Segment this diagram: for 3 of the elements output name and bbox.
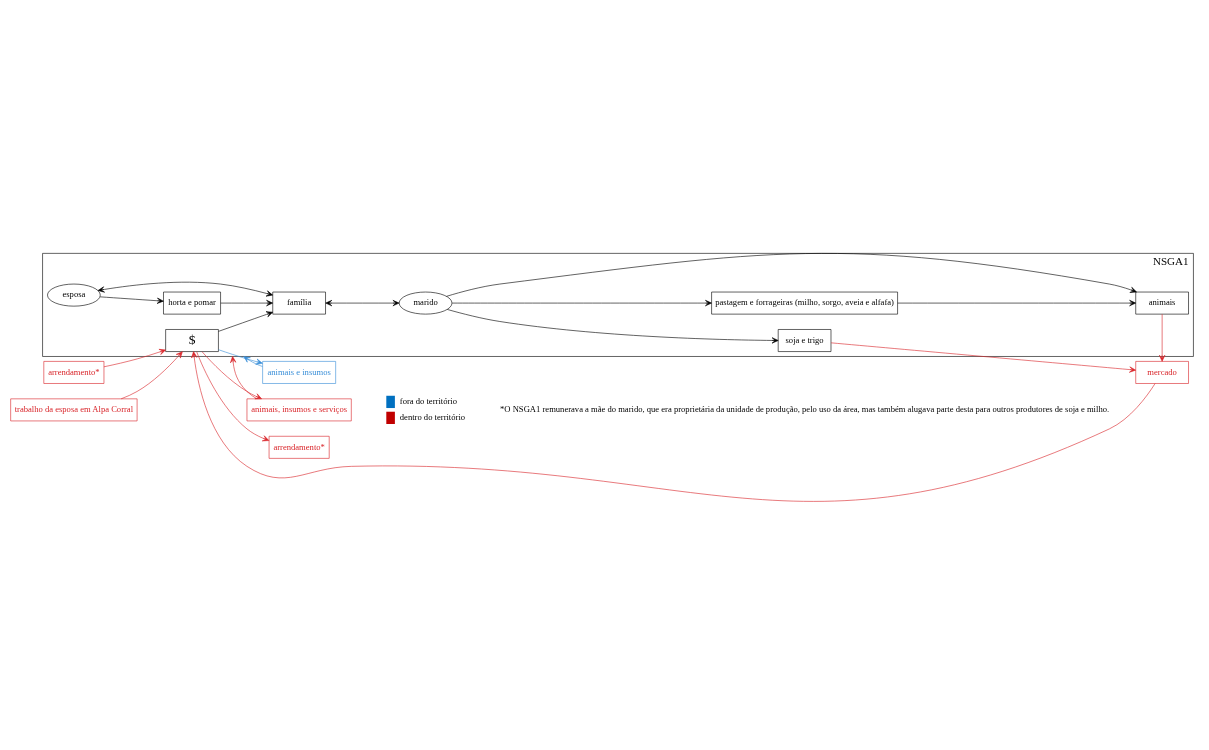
legend-label: fora do território — [399, 396, 457, 407]
legend-label: dentro do território — [399, 412, 466, 423]
label: *O NSGA1 remunerava a mãe do marido, que era proprietária da unidade de produção, pelo uso da área, mas também alugava parte desta para outros produtores de soja e milho. — [500, 404, 1110, 415]
